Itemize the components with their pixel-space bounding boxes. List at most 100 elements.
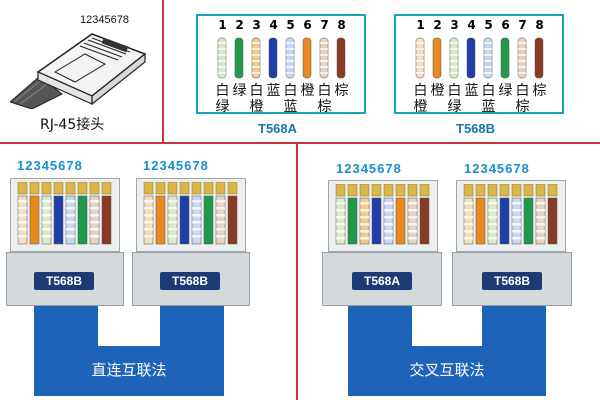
wire-stripe bbox=[408, 223, 417, 226]
wire-stripe bbox=[144, 221, 153, 224]
pin-number: 7 bbox=[320, 18, 329, 32]
wire-stripe bbox=[518, 54, 526, 56]
wire bbox=[101, 195, 112, 245]
wire-stripe bbox=[144, 235, 153, 238]
wire-stripe bbox=[512, 209, 521, 212]
wire-stripe bbox=[360, 202, 369, 205]
wire-stripe bbox=[360, 237, 369, 240]
jack-wires bbox=[335, 184, 430, 245]
t568a-color-names-bottom: 绿 橙 蓝 棕 bbox=[214, 96, 350, 116]
wire bbox=[268, 37, 278, 79]
pin-number: 3 bbox=[450, 18, 459, 32]
jack-pin-label: 12345678 bbox=[143, 158, 209, 173]
wire-stripe bbox=[360, 230, 369, 233]
t568a-label: T568A bbox=[258, 121, 298, 136]
gold-contact bbox=[395, 184, 406, 197]
wire-stripe bbox=[484, 66, 492, 68]
jack-connector bbox=[136, 178, 246, 252]
wire-stripe bbox=[218, 66, 226, 68]
rj45-plug-icon bbox=[10, 33, 147, 109]
wire bbox=[359, 197, 370, 245]
gold-contact bbox=[463, 184, 474, 197]
wire bbox=[53, 195, 64, 245]
wire-stripe bbox=[320, 60, 328, 62]
wire bbox=[371, 197, 382, 245]
wire-stripe bbox=[336, 230, 345, 233]
wire-stripe bbox=[464, 230, 473, 233]
wire bbox=[463, 197, 474, 245]
gold-contact bbox=[407, 184, 418, 197]
wire-stripe bbox=[512, 237, 521, 240]
wire bbox=[407, 197, 418, 245]
gold-contact bbox=[191, 182, 202, 195]
color-name: 白 bbox=[447, 83, 462, 99]
wire-stripe bbox=[90, 221, 99, 224]
wire bbox=[65, 195, 76, 245]
divider-horizontal bbox=[0, 142, 600, 144]
wire bbox=[89, 195, 100, 245]
wire-stripe bbox=[336, 209, 345, 212]
gold-contact bbox=[65, 182, 76, 195]
color-name: 白 bbox=[215, 83, 230, 99]
pin-number: 2 bbox=[235, 18, 244, 32]
wire-stripe bbox=[536, 216, 545, 219]
pin-number: 3 bbox=[252, 18, 261, 32]
wire bbox=[432, 37, 442, 79]
wire-stripe bbox=[384, 230, 393, 233]
gold-contact bbox=[523, 184, 534, 197]
wire-stripe bbox=[536, 202, 545, 205]
jack-pin-label: 12345678 bbox=[336, 161, 402, 176]
wire bbox=[155, 195, 166, 245]
wire bbox=[487, 197, 498, 245]
gold-contact bbox=[335, 184, 346, 197]
rj45-plug-panel: 12345678 RJ-45接头 bbox=[0, 0, 160, 142]
color-name: 蓝 bbox=[481, 99, 496, 115]
wire-stripe bbox=[488, 209, 497, 212]
wire-stripe bbox=[218, 42, 226, 44]
t568a-color-panel: 1 2 3 4 5 6 7 8 白 绿 白 蓝 白 橙 白 棕 绿 橙 蓝 棕 bbox=[196, 14, 366, 116]
jack-connector bbox=[456, 180, 566, 252]
gold-contact bbox=[29, 182, 40, 195]
wire-stripe bbox=[66, 221, 75, 224]
gold-contact bbox=[167, 182, 178, 195]
wire-stripe bbox=[450, 48, 458, 50]
wire-stripe bbox=[484, 54, 492, 56]
wire-stripe bbox=[336, 202, 345, 205]
wire-stripe bbox=[286, 60, 294, 62]
wire-stripe bbox=[66, 200, 75, 203]
pin-number: 4 bbox=[269, 18, 278, 32]
jack-tag: T568B bbox=[160, 272, 220, 290]
wire-stripe bbox=[450, 66, 458, 68]
wire-stripe bbox=[90, 200, 99, 203]
wire bbox=[534, 37, 544, 79]
wire-stripe bbox=[384, 202, 393, 205]
wire-stripe bbox=[18, 207, 27, 210]
pin-number: 6 bbox=[501, 18, 510, 32]
wire-stripe bbox=[42, 214, 51, 217]
color-name: 白 bbox=[515, 83, 530, 99]
pin-number: 4 bbox=[467, 18, 476, 32]
divider-vertical-top bbox=[162, 0, 164, 143]
wire-stripe bbox=[488, 237, 497, 240]
wire bbox=[227, 195, 238, 245]
cable-right-leg bbox=[160, 306, 224, 346]
gold-contact bbox=[179, 182, 190, 195]
wire-stripe bbox=[18, 221, 27, 224]
wire-stripe bbox=[66, 207, 75, 210]
jack-pin-label: 12345678 bbox=[464, 161, 530, 176]
wire bbox=[191, 195, 202, 245]
color-name: 棕 bbox=[515, 99, 530, 115]
color-name: 棕 bbox=[334, 83, 349, 99]
cable-bottom bbox=[34, 346, 224, 396]
color-name: 棕 bbox=[532, 83, 547, 99]
wire-stripe bbox=[90, 235, 99, 238]
wire-stripe bbox=[408, 202, 417, 205]
wire bbox=[302, 37, 312, 79]
color-name: 蓝 bbox=[283, 99, 298, 115]
wire-stripe bbox=[218, 60, 226, 62]
wire-stripe bbox=[216, 214, 225, 217]
wire-stripe bbox=[488, 223, 497, 226]
wire-stripe bbox=[360, 216, 369, 219]
gold-contact bbox=[41, 182, 52, 195]
wire-stripe bbox=[464, 223, 473, 226]
